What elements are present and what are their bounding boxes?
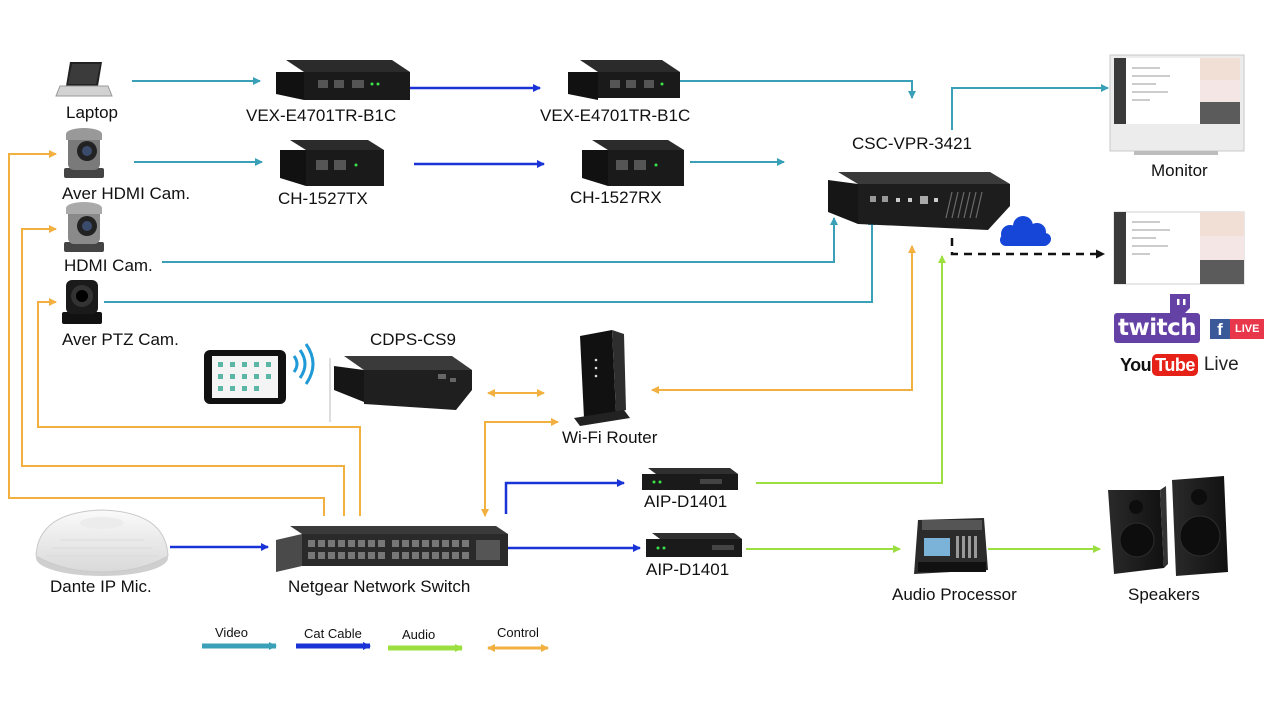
label-aip-d1401-2: AIP-D1401 xyxy=(646,560,730,579)
control-line-hdmicam xyxy=(21,225,345,516)
facebook-live-logo: f LIVE xyxy=(1210,319,1265,339)
twitch-logo: twitch xyxy=(1114,313,1201,343)
stream-preview-screen xyxy=(1113,211,1245,285)
video-line-vex-csc xyxy=(680,80,916,99)
label-ch-rx: CH-1527RX xyxy=(570,188,662,207)
facebook-live-text: LIVE xyxy=(1230,319,1265,339)
audio-connections xyxy=(746,255,1101,553)
label-ch-tx: CH-1527TX xyxy=(278,189,368,208)
cat-line-switch-aip1 xyxy=(504,479,625,514)
ch-tx-device xyxy=(280,140,384,186)
label-cdps-cs9: CDPS-CS9 xyxy=(370,330,456,349)
aip-d1401-device-1 xyxy=(642,468,738,490)
label-aip-d1401-1: AIP-D1401 xyxy=(644,492,728,511)
label-speakers: Speakers xyxy=(1128,585,1200,604)
legend-label-audio: Audio xyxy=(402,627,436,642)
hdmi-camera-icon xyxy=(64,202,104,252)
vex-tx-device xyxy=(276,60,410,100)
label-hdmi-cam: HDMI Cam. xyxy=(64,256,153,275)
video-line-hdmicam-csc xyxy=(162,217,838,263)
vex-rx-device xyxy=(568,60,680,100)
legend-label-control: Control xyxy=(497,625,539,640)
cdps-cs9-device xyxy=(334,356,472,410)
label-aver-ptz-cam: Aver PTZ Cam. xyxy=(62,330,179,349)
legend xyxy=(202,642,549,652)
control-line-averhdmi xyxy=(8,150,325,516)
control-line-router-csc xyxy=(651,245,916,394)
aver-ptz-camera-icon xyxy=(62,280,102,324)
youtube-you-text: You xyxy=(1120,354,1152,375)
wifi-router-device xyxy=(574,330,630,426)
legend-label-cat: Cat Cable xyxy=(304,626,362,641)
speakers-device xyxy=(1108,476,1228,576)
legend-label-video: Video xyxy=(215,625,249,640)
youtube-live-text: Live xyxy=(1203,354,1239,375)
monitor-device xyxy=(1109,54,1245,155)
label-monitor: Monitor xyxy=(1151,161,1208,180)
aip-d1401-device-2 xyxy=(646,533,742,557)
label-vex-rx: VEX-E4701TR-B1C xyxy=(540,106,691,125)
label-wifi-router: Wi-Fi Router xyxy=(562,428,658,447)
twitch-text: twitch xyxy=(1118,315,1197,341)
label-csc-vpr-3421: CSC-VPR-3421 xyxy=(852,134,972,153)
aver-hdmi-camera-icon xyxy=(64,128,104,178)
audio-processor-device xyxy=(914,518,988,574)
audio-line-aip1-csc xyxy=(756,255,946,484)
netgear-switch-device xyxy=(276,526,508,572)
control-line-ptz xyxy=(37,298,361,516)
wifi-signal-icon xyxy=(292,343,315,385)
label-laptop: Laptop xyxy=(66,103,118,122)
dante-ip-mic-device xyxy=(35,509,169,576)
label-vex-tx: VEX-E4701TR-B1C xyxy=(246,106,397,125)
ch-rx-device xyxy=(582,140,684,186)
label-netgear-switch: Netgear Network Switch xyxy=(288,577,471,596)
label-audio-processor: Audio Processor xyxy=(892,585,1017,604)
label-dante-ip-mic: Dante IP Mic. xyxy=(50,577,152,596)
cloud-icon xyxy=(1000,216,1051,246)
youtube-live-logo: You Tube Live xyxy=(1120,353,1239,377)
label-aver-hdmi-cam: Aver HDMI Cam. xyxy=(62,184,191,203)
cat-connections xyxy=(170,84,641,552)
twitch-glitch-icon xyxy=(1170,294,1190,318)
video-line-csc-monitor xyxy=(951,84,1109,130)
control-connections xyxy=(8,150,916,517)
laptop-icon xyxy=(55,62,113,97)
tablet-icon xyxy=(204,350,286,404)
youtube-tube-text: Tube xyxy=(1152,354,1198,376)
video-line-ptz-csc xyxy=(104,217,876,303)
facebook-icon: f xyxy=(1210,319,1230,339)
csc-vpr-3421-device xyxy=(828,172,1010,230)
stream-line-csc-platforms xyxy=(950,238,1105,259)
control-line-router-switch xyxy=(481,418,559,517)
